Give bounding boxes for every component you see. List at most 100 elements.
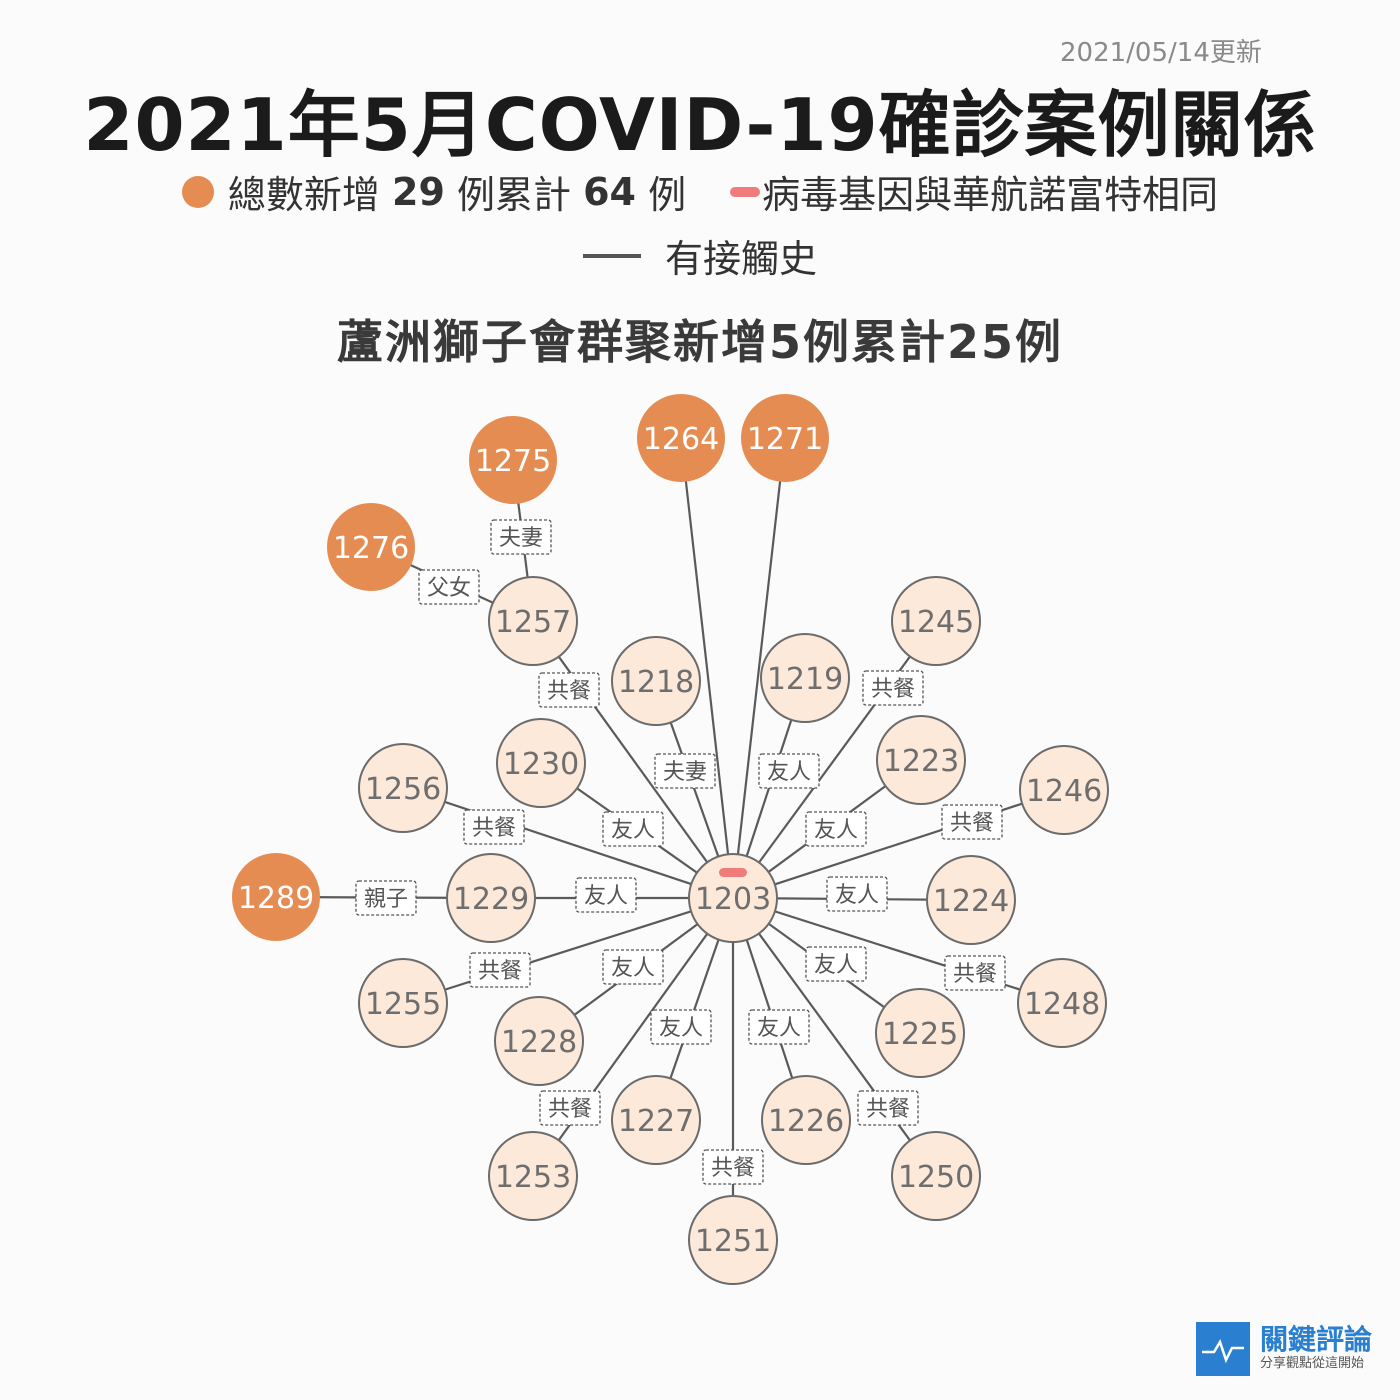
case-node-circle [469,416,557,504]
case-node-1275[interactable]: 1275 [469,416,557,504]
case-node-1253[interactable]: 1253 [488,1131,578,1221]
edge-label-text: 友人 [814,953,858,978]
edge-label: 友人 [826,876,888,912]
case-node-label: 1227 [618,1104,694,1139]
case-node-label: 1246 [1026,774,1102,809]
case-node-1255[interactable]: 1255 [358,958,448,1048]
brand-logo[interactable]: 關鍵評論 分享觀點從這開始 [1196,1322,1376,1376]
case-node-circle [926,855,1016,945]
case-node-circle [488,1131,578,1221]
edge-label: 友人 [758,753,820,789]
legend-total-cum: 64 [583,169,636,214]
legend-total-suffix: 例 [648,173,687,217]
case-node-1251[interactable]: 1251 [688,1195,778,1285]
case-node-1246[interactable]: 1246 [1019,745,1109,835]
new-case-dot-icon [181,175,214,208]
case-node-circle [688,1195,778,1285]
edge-label-box [602,949,664,985]
case-node-1245[interactable]: 1245 [891,576,981,666]
case-node-1289[interactable]: 1289 [232,853,320,941]
edge-label: 共餐 [469,952,531,988]
edge-label-text: 友人 [814,818,858,843]
edge-label: 共餐 [702,1149,764,1185]
edge-label-box [702,1149,764,1185]
edge-1203-1246 [732,788,1065,900]
edge-label-text: 友人 [611,956,655,981]
logo-tagline: 分享觀點從這開始 [1260,1356,1365,1371]
legend-gene-label: 病毒基因與華航諾富特相同 [762,173,1219,217]
edge-label-box [748,1009,810,1045]
case-node-1226[interactable]: 1226 [761,1075,851,1165]
edge-label: 友人 [602,811,664,847]
gene-marker-icon [730,186,761,197]
case-node-1225[interactable]: 1225 [875,988,965,1078]
case-node-1219[interactable]: 1219 [760,633,850,723]
edge-label-text: 夫妻 [499,526,543,551]
edge-label-box [805,946,867,982]
edge-label-text: 友人 [659,1016,703,1041]
case-node-circle [891,576,981,666]
case-node-1264[interactable]: 1264 [637,394,725,482]
case-node-1276[interactable]: 1276 [327,503,415,591]
edge-label-box [857,1090,919,1126]
legend: 總數新增 29 例累計 64 例 病毒基因與華航諾富特相同 [0,164,1400,219]
case-node-1257[interactable]: 1257 [488,576,578,666]
edge-label-text: 友人 [611,818,655,843]
edge-label-box [944,955,1006,991]
case-node-1227[interactable]: 1227 [611,1075,701,1165]
case-node-circle [760,633,850,723]
edge-1203-1248 [732,896,1063,1005]
case-node-label: 1226 [768,1104,844,1139]
contact-line-icon [582,253,641,258]
edge-label: 友人 [575,877,637,913]
case-node-1223[interactable]: 1223 [876,715,966,805]
case-node-label: 1255 [365,987,441,1022]
edge-label-box [758,753,820,789]
case-node-1224[interactable]: 1224 [926,855,1016,945]
case-node-circle [611,1075,701,1165]
edge-1203-1250 [732,897,937,1177]
case-node-circle [232,853,320,941]
edge-1203-1271 [731,437,787,899]
case-node-1218[interactable]: 1218 [611,636,701,726]
edge-label: 父女 [418,569,480,605]
case-node-circle [1019,745,1109,835]
edge-label-box [463,809,525,845]
edge-label-text: 父女 [427,576,471,601]
edge-label-box [941,804,1003,840]
case-node-circle [688,853,778,943]
edge-label-box [602,811,664,847]
edge-1203-1255 [402,896,734,1005]
edge-label: 親子 [355,880,417,916]
logo-name: 關鍵評論 [1260,1323,1373,1356]
case-node-1230[interactable]: 1230 [496,718,586,808]
edge-label-box [469,952,531,988]
case-node-circle [494,996,584,1086]
case-node-1228[interactable]: 1228 [494,996,584,1086]
case-node-circle [496,718,586,808]
case-node-label: 1289 [238,881,314,916]
edge-label-text: 共餐 [871,677,915,702]
edge-label-box [418,569,480,605]
edge-label: 友人 [748,1009,810,1045]
edge-label-text: 共餐 [950,811,994,836]
case-node-label: 1230 [503,747,579,782]
legend-total-prefix: 總數新增 [227,173,380,217]
edge-label-text: 共餐 [711,1156,755,1181]
case-node-label: 1223 [883,744,959,779]
case-node-1250[interactable]: 1250 [891,1131,981,1221]
case-node-1248[interactable]: 1248 [1017,958,1107,1048]
edge-label-text: 共餐 [478,959,522,984]
case-node-label: 1225 [882,1017,958,1052]
case-node-1256[interactable]: 1256 [358,743,448,833]
case-node-circle [876,715,966,805]
case-node-circle [611,636,701,726]
case-node-1271[interactable]: 1271 [741,394,829,482]
edge-label-text: 友人 [584,884,628,909]
edge-label-box [575,877,637,913]
case-node-1203[interactable]: 1203 [688,853,778,943]
case-node-1229[interactable]: 1229 [446,853,536,943]
case-node-circle [327,503,415,591]
edge-1203-1257 [532,620,734,899]
